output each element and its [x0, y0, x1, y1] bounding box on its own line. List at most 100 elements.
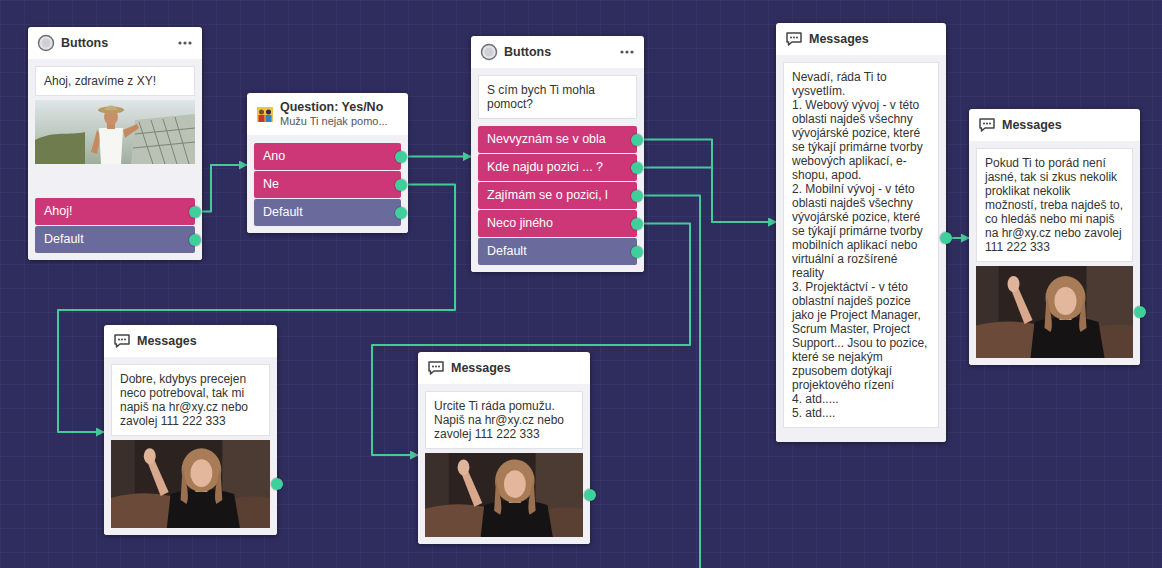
button-label: Zajímám se o pozici, l	[487, 188, 608, 202]
card-header: Question: Yes/NoMužu Ti nejak pomo...	[247, 93, 408, 135]
question-card: Question: Yes/NoMužu Ti nejak pomo... Ano…	[247, 93, 408, 233]
connector-dot	[395, 179, 407, 191]
menu-icon	[619, 49, 635, 55]
card-panel: Dobre, kdybys precejen neco potreboval, …	[104, 357, 277, 535]
option-button: Ne	[254, 171, 401, 198]
default-button: Default	[35, 226, 195, 253]
card-icon	[37, 34, 55, 52]
connector-dot	[631, 190, 643, 202]
button-label: Default	[44, 232, 84, 246]
card-panel: AnoNeDefault	[247, 135, 408, 233]
title-group: Messages	[1002, 118, 1062, 133]
title-group: Buttons	[61, 36, 108, 51]
option-button: Zajímám se o pozici, l	[478, 182, 637, 209]
title-group: Messages	[137, 334, 197, 349]
message-text: 1. Webový vývoj - v této oblasti najdeš …	[792, 98, 930, 182]
connector-dot	[395, 151, 407, 163]
message-box: Urcite Ti ráda pomužu. Napiš na hr@xy.cz…	[425, 391, 583, 449]
message-text: 3. Projektáctví - v této oblastní najdeš…	[792, 280, 930, 392]
message-box: Nevadí, ráda Ti to vysvetlím.1. Webový v…	[783, 62, 939, 428]
card-image	[35, 100, 195, 164]
connector-dot	[631, 246, 643, 258]
button-label: Ne	[263, 177, 279, 191]
card-icon	[480, 43, 498, 61]
connector-dot	[940, 232, 952, 244]
messages-card: MessagesPokud Ti to porád není jasné, ta…	[969, 109, 1140, 365]
card-image	[976, 266, 1133, 358]
card-panel: Urcite Ti ráda pomužu. Napiš na hr@xy.cz…	[418, 384, 590, 544]
card-header: Messages	[969, 109, 1140, 141]
card-title: Messages	[451, 361, 511, 376]
message-box: S cím bych Ti mohla pomoct?	[478, 75, 637, 119]
message-box: Pokud Ti to porád není jasné, tak si zku…	[976, 148, 1133, 262]
connector-dot	[1134, 306, 1146, 318]
button-label: Nevvyznám se v obla	[487, 132, 606, 146]
card-icon	[113, 332, 131, 350]
button-label: Default	[263, 205, 303, 219]
message-text: Ahoj, zdravíme z XY!	[44, 74, 186, 88]
card-title: Buttons	[61, 36, 108, 51]
connector-dot	[631, 134, 643, 146]
card-title: Buttons	[504, 45, 551, 60]
flow-connector	[195, 165, 247, 212]
option-button: Ahoj!	[35, 198, 195, 225]
card-panel: S cím bych Ti mohla pomoct? Nevvyznám se …	[471, 68, 644, 272]
message-box: Dobre, kdybys precejen neco potreboval, …	[111, 364, 270, 436]
card-panel: Nevadí, ráda Ti to vysvetlím.1. Webový v…	[776, 55, 946, 442]
card-icon	[427, 359, 445, 377]
card-title: Messages	[809, 32, 869, 47]
connector-dot	[631, 162, 643, 174]
card-panel: Pokud Ti to porád není jasné, tak si zku…	[969, 141, 1140, 365]
card-header: Buttons	[28, 27, 202, 59]
option-button: Kde najdu pozici ... ?	[478, 154, 637, 181]
button-label: Neco jiného	[487, 216, 553, 230]
message-box: Ahoj, zdravíme z XY!	[35, 66, 195, 96]
dangling-wire	[637, 196, 700, 568]
button-label: Default	[487, 244, 527, 258]
message-text: Nevadí, ráda Ti to vysvetlím.	[792, 70, 930, 98]
buttons-card: ButtonsAhoj, zdravíme z XY! Ahoj! Default	[28, 27, 202, 260]
message-text: 5. atd....	[792, 406, 930, 420]
messages-card: MessagesUrcite Ti ráda pomužu. Napiš na …	[418, 352, 590, 544]
connector-dot	[189, 206, 201, 218]
title-group: Buttons	[504, 45, 551, 60]
card-panel: Ahoj, zdravíme z XY! Ahoj! Default	[28, 59, 202, 260]
option-button: Ano	[254, 143, 401, 170]
card-header: Messages	[776, 23, 946, 55]
card-title: Messages	[137, 334, 197, 349]
button-label: Ano	[263, 149, 285, 163]
title-group: Messages	[809, 32, 869, 47]
title-group: Question: Yes/NoMužu Ti nejak pomo...	[280, 100, 388, 128]
connector-dot	[271, 478, 283, 490]
card-image	[425, 453, 583, 537]
message-text: Dobre, kdybys precejen neco potreboval, …	[120, 372, 261, 428]
buttons-card: Buttons S cím bych Ti mohla pomoct? Nevvyz…	[471, 36, 644, 272]
default-button: Default	[478, 238, 637, 265]
flow-connector	[401, 156, 471, 158]
card-title: Messages	[1002, 118, 1062, 133]
card-title: Question: Yes/No	[280, 100, 388, 115]
card-header: Messages	[104, 325, 277, 357]
card-header: Messages	[418, 352, 590, 384]
messages-card: MessagesNevadí, ráda Ti to vysvetlím.1. …	[776, 23, 946, 442]
title-group: Messages	[451, 361, 511, 376]
message-text: 2. Mobilní vývoj - v této oblasti najdeš…	[792, 182, 930, 280]
card-icon	[256, 105, 274, 123]
message-text: S cím bych Ti mohla pomoct?	[487, 83, 628, 111]
option-button: Neco jiného	[478, 210, 637, 237]
flow-connector	[637, 140, 776, 223]
connector-dot	[189, 234, 201, 246]
option-button: Nevvyznám se v obla	[478, 126, 637, 153]
flow-connector	[637, 168, 776, 223]
connector-dot	[395, 207, 407, 219]
message-text: Pokud Ti to porád není jasné, tak si zku…	[985, 156, 1124, 254]
messages-card: MessagesDobre, kdybys precejen neco potr…	[104, 325, 277, 535]
message-text: 4. atd.....	[792, 392, 930, 406]
connector-dot	[631, 218, 643, 230]
button-label: Ahoj!	[44, 204, 73, 218]
card-icon	[978, 116, 996, 134]
card-icon	[785, 30, 803, 48]
connector-dot	[584, 489, 596, 501]
default-button: Default	[254, 199, 401, 226]
